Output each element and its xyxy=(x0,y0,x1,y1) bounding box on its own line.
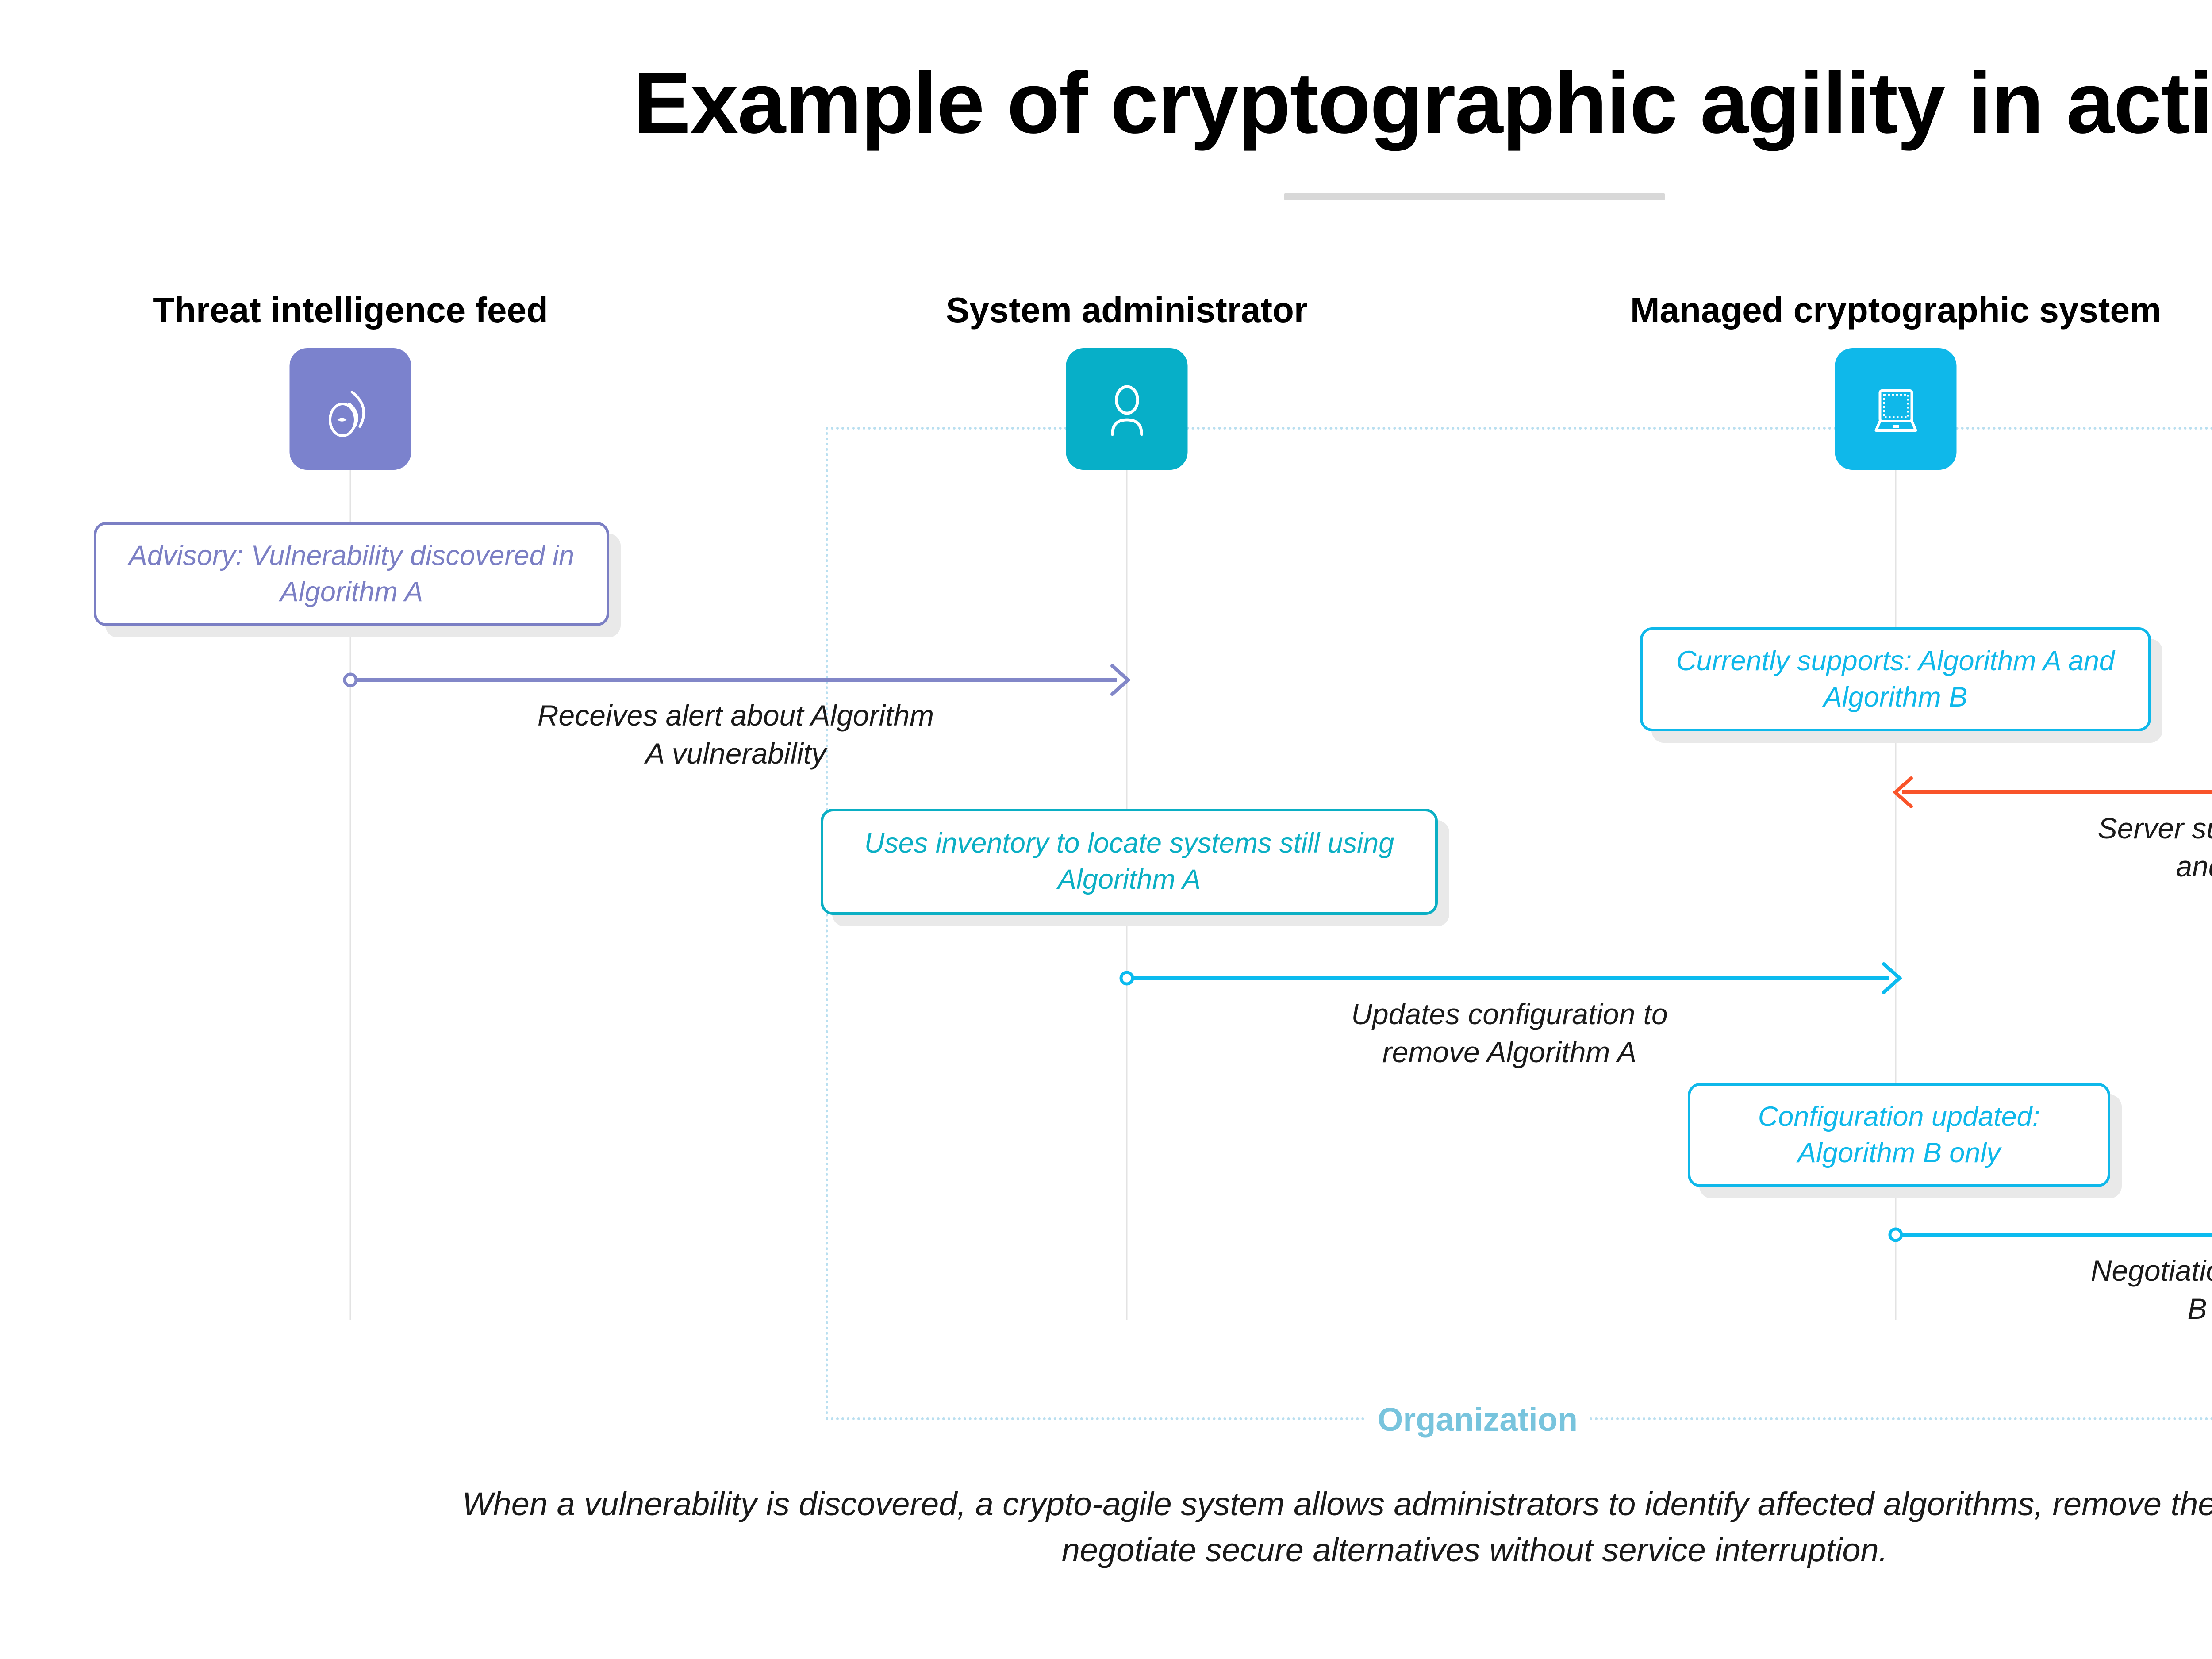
actor-header-admin: System administrator xyxy=(945,290,1308,330)
lifeline-threat xyxy=(349,470,351,1320)
person-icon xyxy=(1066,348,1188,470)
laptop-icon xyxy=(1835,348,1957,470)
note-advisory: Advisory: Vulnerability discovered in Al… xyxy=(94,522,609,626)
message-label-server-supports: Server supports Algorithm A and Algorith… xyxy=(2097,812,2212,883)
message-label-alert: Receives alert about Algorithm A vulnera… xyxy=(537,699,934,770)
message-start-dot-update-config xyxy=(1119,971,1134,986)
note-uses-inventory: Uses inventory to locate systems still u… xyxy=(821,809,1438,915)
message-line-server-supports xyxy=(1902,790,2212,794)
page-title: Example of cryptographic agility in acti… xyxy=(633,54,2212,151)
message-start-dot-negotiation xyxy=(1888,1227,1903,1242)
organization-label: Organization xyxy=(1365,1403,1590,1436)
note-currently-supports: Currently supports: Algorithm A and Algo… xyxy=(1640,627,2151,731)
title-underline-bar xyxy=(1284,193,1665,200)
threat-signal-icon xyxy=(289,348,411,470)
figure-caption-text: When a vulnerability is discovered, a cr… xyxy=(462,1486,2212,1568)
message-label-negotiation: Negotiation selects Algorithm B after up… xyxy=(2090,1254,2212,1325)
arrowhead-update-config xyxy=(1874,960,1905,996)
figure-caption: When a vulnerability is discovered, a cr… xyxy=(0,1481,2212,1573)
note-configuration-updated: Configuration updated: Algorithm B only xyxy=(1688,1083,2110,1187)
arrowhead-alert xyxy=(1102,662,1133,698)
lifeline-system xyxy=(1895,470,1897,1320)
arrowhead-server-supports xyxy=(1890,775,1921,810)
message-line-update-config xyxy=(1127,976,1889,980)
message-start-dot-alert xyxy=(343,672,358,687)
message-line-alert xyxy=(350,678,1117,682)
actor-header-system: Managed cryptographic system xyxy=(1630,290,2162,330)
message-line-negotiation xyxy=(1896,1233,2212,1237)
message-label-update-config: Updates configuration to remove Algorith… xyxy=(1351,998,1668,1068)
actor-header-threat: Threat intelligence feed xyxy=(153,290,548,330)
